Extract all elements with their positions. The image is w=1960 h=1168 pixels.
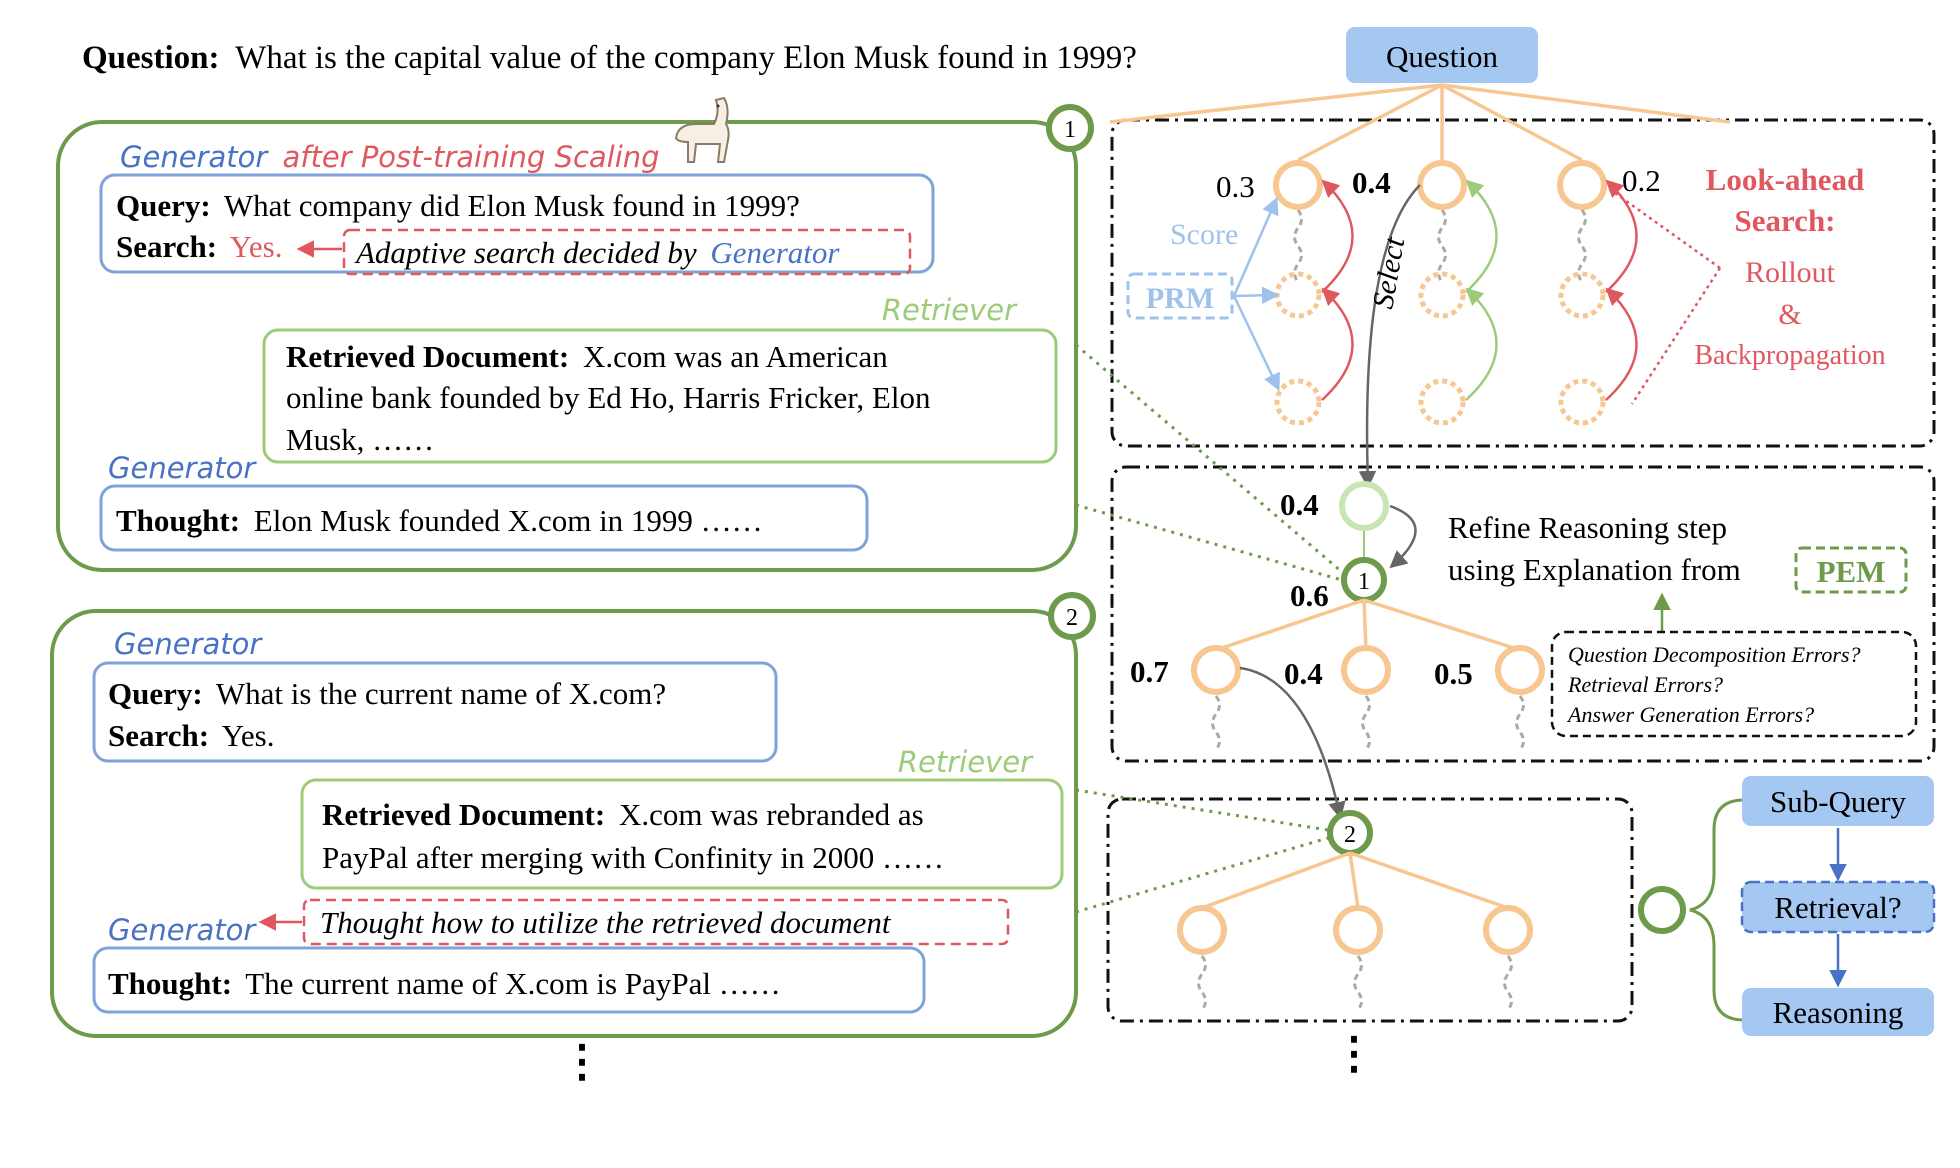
mid-child-score-0: 0.7 [1130,654,1169,689]
mid-node-previous [1339,481,1389,531]
pem-box [1794,546,1908,594]
top-node-mid [1417,160,1467,210]
bottom-region [1106,797,1634,1023]
step2-doc-box [300,778,1064,890]
utilize-note: Thought how to utilize the retrieved doc… [320,905,892,940]
step2-doc-line2: PayPal after merging with Confinity in 2… [322,840,944,875]
legend-item-1: Retrieval? [1774,890,1901,925]
right-ellipsis: ⋮ [1332,1029,1376,1078]
step2-doc-line1: Retrieved Document: X.com was rebranded … [322,797,924,832]
rollout-node-left-1 [1274,271,1322,319]
step2-badge-circle [1048,592,1096,640]
bottom-child-right [1483,905,1533,955]
adaptive-note-box [342,228,912,276]
errors-box [1550,630,1918,738]
top-node-right [1557,160,1607,210]
mid-child-right [1495,645,1545,695]
legend-node-icon [1638,886,1686,934]
amp-label: & [1778,298,1801,331]
backprop-label: Backpropagation [1694,340,1885,371]
step2-query: Query: What is the current name of X.com… [108,676,666,711]
mid-tree: 1 0.4 0.6 Refine Reasoning step using Ex… [1130,481,1918,820]
mid-region [1110,465,1936,763]
legend-item-0: Sub-Query [1770,784,1907,819]
top-score-right: 0.2 [1622,163,1661,198]
lookahead-line2: Search: [1734,203,1835,238]
step1-badge: 1 [1064,117,1076,143]
top-region [1110,118,1936,448]
panel-connectors [1075,343,1343,914]
step1-doc-line1: Retrieved Document: X.com was an America… [286,339,888,374]
step1-generator2-title: Generator [108,451,257,485]
step1-search: Search: Yes. [116,229,283,264]
top-score-left: 0.3 [1216,169,1255,204]
pem-label: PEM [1817,554,1886,589]
prm-box [1126,272,1234,320]
question-node: Question [1346,27,1538,83]
mid-score-new: 0.6 [1290,578,1329,613]
step1-thought: Thought: Elon Musk founded X.com in 1999… [116,503,763,538]
mid-child-left [1191,645,1241,695]
llama-icon [674,96,730,163]
step2-panel: 2 Generator Query: What is the current n… [50,592,1096,1038]
step1-doc-line3: Musk, …… [286,422,434,457]
step1-badge-circle [1046,104,1094,152]
top-node-left [1273,160,1323,210]
error-item-0: Question Decomposition Errors? [1568,642,1861,667]
step2-thought: Thought: The current name of X.com is Pa… [108,966,781,1001]
step1-generator-title: Generator after Post-training Scaling [120,140,660,174]
rollout-node-mid-2 [1418,378,1466,426]
mid-child-score-1: 0.4 [1284,656,1323,691]
legend-reasoning-box [1742,988,1934,1036]
error-item-2: Answer Generation Errors? [1566,702,1814,727]
step2-badge: 2 [1066,605,1078,631]
mid-score-prev: 0.4 [1280,487,1319,522]
legend: Sub-Query Retrieval? Reasoning [1638,776,1936,1036]
step2-query-box [92,661,778,763]
rollout-node-right-2 [1558,378,1606,426]
adaptive-note: Adaptive search decided by Generator [354,235,840,270]
utilize-note-box [302,898,1010,946]
step2-search: Search: Yes. [108,718,275,753]
step2-generator-title: Generator [114,627,263,661]
legend-subquery-box [1742,776,1934,826]
legend-item-2: Reasoning [1773,995,1904,1030]
prm-label: PRM [1146,282,1214,315]
step1-query-box [99,173,935,274]
refine-line2: using Explanation from [1448,552,1741,587]
mid-child-score-2: 0.5 [1434,656,1473,691]
refine-line1: Refine Reasoning step [1448,510,1727,545]
lookahead-line1: Look-ahead [1706,162,1864,197]
bottom-node-badge: 2 [1344,822,1356,848]
step1-panel: 1 Generator after Post-training Scaling … [56,96,1094,572]
score-label: Score [1170,218,1238,251]
rollout-label: Rollout [1745,256,1836,289]
question-text: Question: What is the capital value of t… [82,40,1137,76]
step1-retriever-title: Retriever [882,293,1018,327]
step2-retriever-title: Retriever [898,745,1034,779]
rollout-node-mid-1 [1418,271,1466,319]
step1-query: Query: What company did Elon Musk found … [116,188,800,223]
bottom-child-left [1177,905,1227,955]
step2-thought-box [92,946,926,1014]
rollout-node-right-1 [1558,271,1606,319]
step2-generator2-title: Generator [108,913,257,947]
mid-child-mid [1341,645,1391,695]
error-item-1: Retrieval Errors? [1567,672,1723,697]
step1-doc-box [262,328,1058,464]
legend-retrieval-box [1740,880,1936,934]
top-tree: 0.3 0.4 0.2 Score PRM Select Look-ahead … [1109,83,1886,489]
step1-thought-box [99,484,869,552]
bottom-tree: 2 [1177,810,1533,1012]
select-label: Select [1366,234,1411,311]
bottom-child-mid [1333,905,1383,955]
mid-node-badge: 1 [1358,569,1370,595]
top-score-mid: 0.4 [1352,165,1391,200]
step1-doc-line2: online bank founded by Ed Ho, Harris Fri… [286,380,931,415]
left-ellipsis: ⋮ [560,1037,604,1086]
question-node-label: Question [1386,39,1498,74]
rollout-node-left-2 [1274,378,1322,426]
